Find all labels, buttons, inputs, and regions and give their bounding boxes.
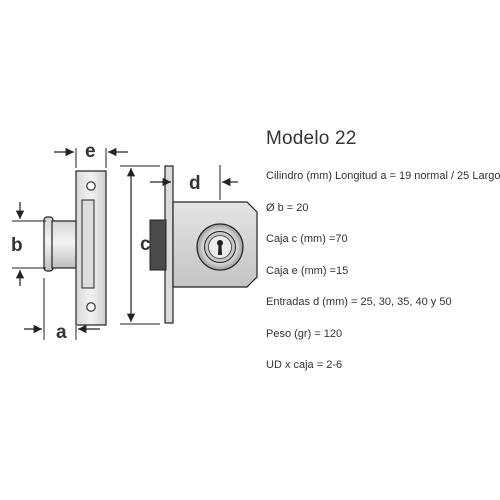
lock-technical-drawing: e b a c d [11, 141, 258, 343]
plate-recess [81, 199, 95, 289]
spec-panel: Modelo 22 Cilindro (mm) Longitud a = 19 … [266, 128, 500, 390]
dimension-label-e: e [85, 141, 96, 162]
spec-case-e: Caja e (mm) =15 [266, 264, 349, 277]
side-view [43, 170, 107, 326]
spec-entrances: Entradas d (mm) = 25, 30, 35, 40 y 50 [266, 296, 452, 308]
spec-case-c: Caja c (mm) =70 [266, 233, 348, 245]
dimension-label-d: d [189, 173, 201, 194]
model-title: Modelo 22 [266, 128, 357, 149]
dimension-c [120, 165, 160, 325]
dimension-e [54, 147, 128, 168]
spec-cylinder-length: Cilindro (mm) Longitud a = 19 normal / 2… [266, 170, 500, 182]
dimension-label-a: a [56, 322, 67, 343]
dimension-d [150, 165, 238, 200]
front-view [149, 165, 258, 324]
spec-diameter: Ø b = 20 [266, 201, 309, 214]
dimension-b [12, 202, 46, 286]
keyhole-icon [216, 240, 223, 255]
screw-hole-top [86, 181, 96, 191]
cylinder-body [51, 220, 81, 269]
latch-bolt [149, 219, 167, 271]
dimension-label-b: b [11, 235, 23, 256]
spec-weight: Peso (gr) = 120 [266, 327, 343, 340]
dimension-a [24, 278, 100, 340]
dimension-label-c: c [140, 234, 151, 255]
spec-units-per-box: UD x caja = 2-6 [266, 359, 343, 371]
screw-hole-bottom [86, 302, 96, 312]
